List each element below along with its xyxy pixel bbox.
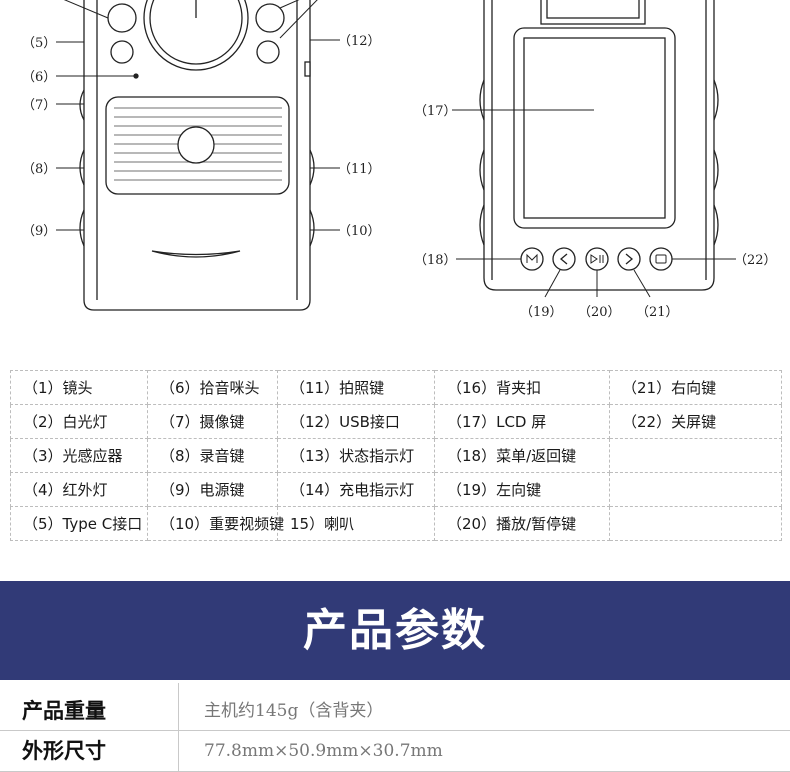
back-bump-right-1 bbox=[713, 79, 719, 121]
part-7: （7）摄像键 bbox=[147, 404, 278, 439]
label-11: （11） bbox=[338, 162, 381, 177]
empty-cell bbox=[609, 506, 782, 541]
label-21: （21） bbox=[636, 305, 679, 320]
speaker-grille bbox=[105, 96, 290, 195]
back-clip bbox=[540, 0, 646, 25]
back-bump-left-2 bbox=[479, 149, 485, 191]
side-bump-left-2 bbox=[79, 149, 85, 186]
spec-divider bbox=[0, 730, 790, 731]
part-18: （18）菜单/返回键 bbox=[434, 438, 610, 473]
bottom-slot bbox=[151, 250, 241, 258]
part-3: （3）光感应器 bbox=[10, 438, 148, 473]
left-key bbox=[552, 247, 576, 271]
part-11: （11）拍照键 bbox=[277, 370, 435, 405]
parts-table: （1）镜头 （6）拾音咪头 （11）拍照键 （16）背夹扣 （21）右向键 （2… bbox=[10, 370, 782, 541]
white-light-right bbox=[255, 3, 285, 33]
part-22: （22）关屏键 bbox=[609, 404, 782, 439]
side-bump-left-3 bbox=[79, 209, 85, 247]
label-6: （6） bbox=[22, 70, 56, 85]
label-7: （7） bbox=[22, 98, 56, 113]
usb-port bbox=[304, 61, 311, 77]
part-5: （5）Type C接口 bbox=[10, 506, 148, 541]
part-1: （1）镜头 bbox=[10, 370, 148, 405]
ir-light-right bbox=[256, 40, 280, 64]
spec-column-divider bbox=[178, 683, 179, 772]
menu-glyph bbox=[526, 253, 538, 263]
label-8: （8） bbox=[22, 162, 56, 177]
side-bump-left-1 bbox=[79, 89, 85, 121]
empty-cell bbox=[609, 472, 782, 507]
part-15: 15）喇叭 bbox=[277, 506, 435, 541]
screen-off-key bbox=[649, 247, 673, 271]
label-20: （20） bbox=[578, 305, 621, 320]
back-bump-right-3 bbox=[713, 204, 719, 246]
screen-off-glyph bbox=[655, 254, 667, 264]
lens-outer bbox=[143, 0, 249, 71]
back-bump-right-2 bbox=[713, 149, 719, 191]
side-bump-right-2 bbox=[309, 209, 315, 247]
lcd-screen bbox=[523, 37, 666, 219]
part-12: （12）USB接口 bbox=[277, 404, 435, 439]
speaker-center-button bbox=[177, 126, 215, 164]
back-bump-left-3 bbox=[479, 204, 485, 246]
part-10: （10）重要视频键 bbox=[147, 506, 284, 541]
part-17: （17）LCD 屏 bbox=[434, 404, 610, 439]
front-body-outline bbox=[83, 0, 311, 311]
lens-inner bbox=[149, 0, 243, 65]
back-body-outline bbox=[483, 0, 715, 291]
label-5: （5） bbox=[22, 36, 56, 51]
back-view bbox=[452, 0, 736, 298]
side-bump-right-1 bbox=[309, 149, 315, 186]
empty-cell bbox=[609, 438, 782, 473]
label-10: （10） bbox=[338, 224, 381, 239]
spec-value: 77.8mm×50.9mm×30.7mm bbox=[204, 741, 443, 761]
menu-back-key bbox=[520, 247, 544, 271]
back-clip-inner bbox=[546, 0, 640, 19]
spec-label: 产品重量 bbox=[22, 699, 106, 723]
label-9: （9） bbox=[22, 224, 56, 239]
spec-label: 外形尺寸 bbox=[22, 739, 106, 763]
front-view bbox=[56, 0, 340, 311]
part-2: （2）白光灯 bbox=[10, 404, 148, 439]
label-18: （18） bbox=[414, 253, 457, 268]
spec-row-weight: 产品重量 主机约145g（含背夹） bbox=[0, 691, 790, 731]
table-row: （3）光感应器 （8）录音键 （13）状态指示灯 （18）菜单/返回键 bbox=[10, 438, 782, 473]
front-leader-lines bbox=[56, 0, 340, 231]
spec-row-dimensions: 外形尺寸 77.8mm×50.9mm×30.7mm bbox=[0, 731, 790, 771]
part-19: （19）左向键 bbox=[434, 472, 610, 507]
table-row: （4）红外灯 （9）电源键 （14）充电指示灯 （19）左向键 bbox=[10, 472, 782, 507]
table-row: （1）镜头 （6）拾音咪头 （11）拍照键 （16）背夹扣 （21）右向键 bbox=[10, 370, 782, 405]
part-9: （9）电源键 bbox=[147, 472, 278, 507]
part-8: （8）录音键 bbox=[147, 438, 278, 473]
section-title: 产品参数 bbox=[303, 605, 487, 656]
part-13: （13）状态指示灯 bbox=[277, 438, 435, 473]
part-20: （20）播放/暂停键 bbox=[434, 506, 610, 541]
part-14: （14）充电指示灯 bbox=[277, 472, 435, 507]
label-17: （17） bbox=[414, 104, 457, 119]
right-key bbox=[617, 247, 641, 271]
label-19: （19） bbox=[520, 305, 563, 320]
part-21: （21）右向键 bbox=[609, 370, 782, 405]
label-22: （22） bbox=[734, 253, 777, 268]
device-diagram: （5） （6） （7） （8） （9） （12） （11） （10） bbox=[22, 0, 777, 320]
ir-light-left bbox=[110, 40, 134, 64]
table-row: （5）Type C接口 （10）重要视频键 15）喇叭 （20）播放/暂停键 bbox=[10, 506, 782, 541]
back-bump-left-1 bbox=[479, 79, 485, 121]
right-arrow-glyph bbox=[625, 253, 634, 265]
back-leader-lines bbox=[452, 109, 736, 298]
section-banner: 产品参数 bbox=[0, 581, 790, 680]
part-6: （6）拾音咪头 bbox=[147, 370, 278, 405]
spec-value: 主机约145g（含背夹） bbox=[204, 701, 384, 721]
white-light-left bbox=[107, 3, 137, 33]
microphone-hole bbox=[133, 73, 139, 79]
table-row: （2）白光灯 （7）摄像键 （12）USB接口 （17）LCD 屏 （22）关屏… bbox=[10, 404, 782, 439]
label-12: （12） bbox=[338, 34, 381, 49]
part-4: （4）红外灯 bbox=[10, 472, 148, 507]
part-16: （16）背夹扣 bbox=[434, 370, 610, 405]
left-arrow-glyph bbox=[559, 253, 568, 265]
play-glyph bbox=[590, 254, 604, 264]
lcd-frame bbox=[513, 27, 676, 229]
